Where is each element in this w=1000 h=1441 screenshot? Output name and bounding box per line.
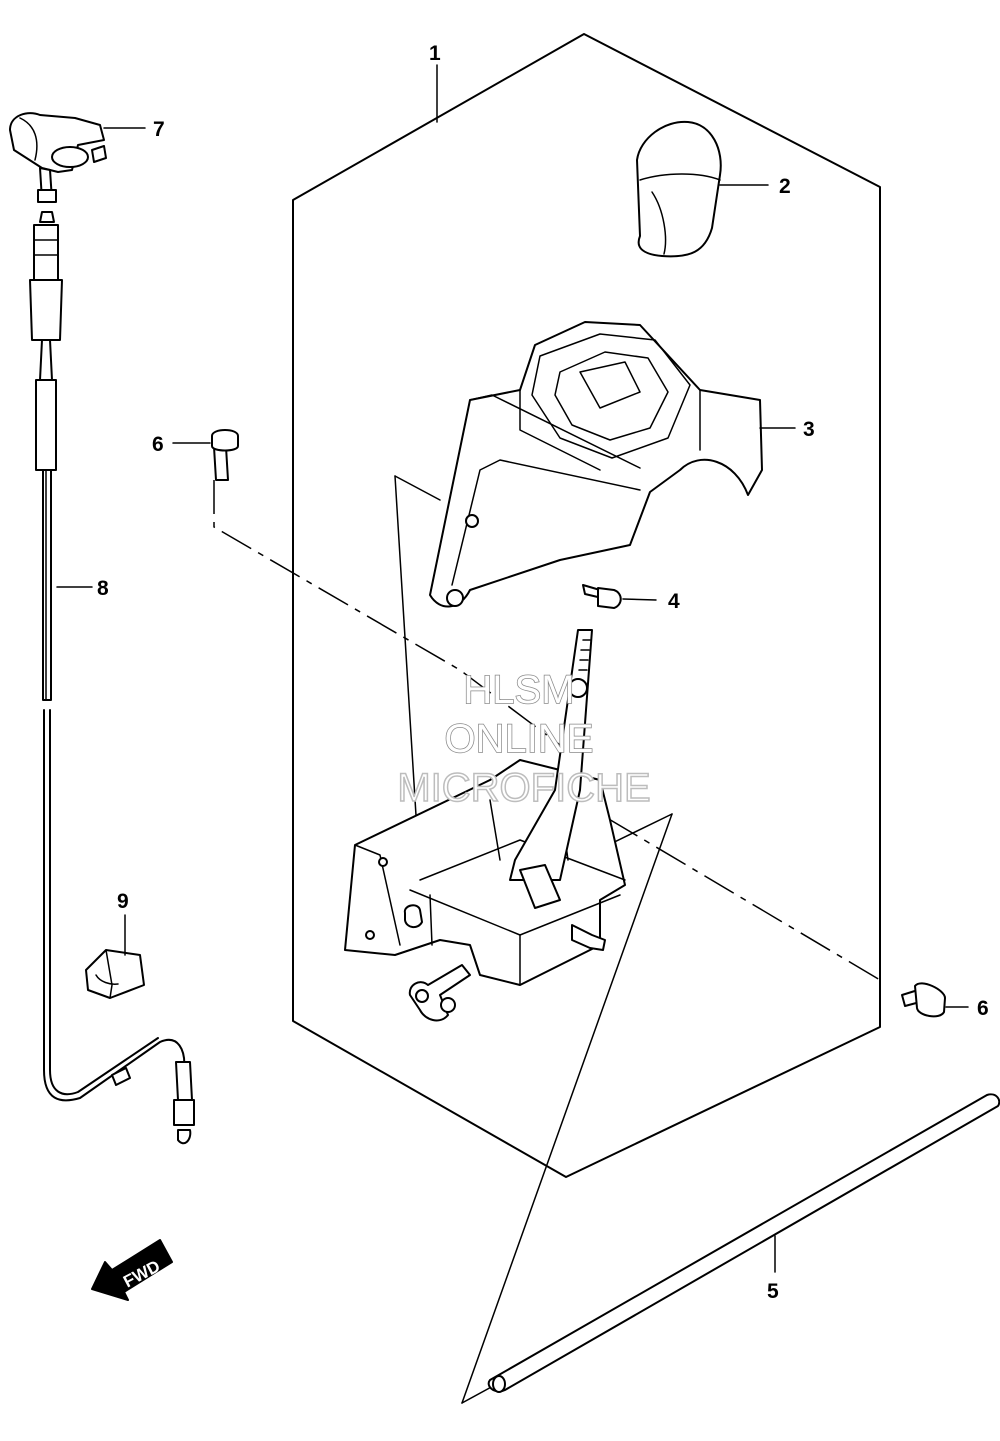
- part-clip: [85, 949, 145, 999]
- part-bolt-4: [582, 584, 657, 609]
- assembly-outline: [292, 33, 881, 1178]
- callout-2: 2: [779, 175, 791, 198]
- fwd-arrow: FWD: [91, 1239, 173, 1301]
- watermark-line-3: MICROFICHE: [397, 766, 650, 810]
- callout-3: 3: [803, 418, 815, 441]
- callout-5: 5: [767, 1280, 779, 1303]
- alignment-lines: [213, 475, 881, 1404]
- watermark-line-2: ONLINE: [445, 717, 594, 761]
- callout-7: 7: [153, 118, 165, 141]
- part-housing: [429, 321, 763, 608]
- callout-numbers: 1 2 3 4 5 6 6 7 8 9: [97, 42, 989, 1303]
- leader-lines: [56, 64, 969, 1273]
- watermark: HLSM ONLINE MICROFICHE: [397, 667, 652, 811]
- part-rod: [487, 1093, 1000, 1393]
- callout-8: 8: [97, 577, 109, 600]
- part-bolt-6-bottom: [901, 982, 946, 1018]
- part-bolt-6-top: [211, 429, 239, 481]
- part-cable: [29, 211, 195, 1145]
- part-shift-bracket: [344, 629, 626, 1022]
- part-knob: [636, 120, 722, 258]
- part-clamp: [9, 112, 107, 203]
- callout-9: 9: [117, 890, 129, 913]
- watermark-line-1: HLSM: [463, 668, 574, 712]
- callout-1: 1: [429, 42, 441, 65]
- callout-6-top: 6: [152, 433, 164, 456]
- callout-6-bottom: 6: [977, 997, 989, 1020]
- callout-4: 4: [668, 590, 680, 613]
